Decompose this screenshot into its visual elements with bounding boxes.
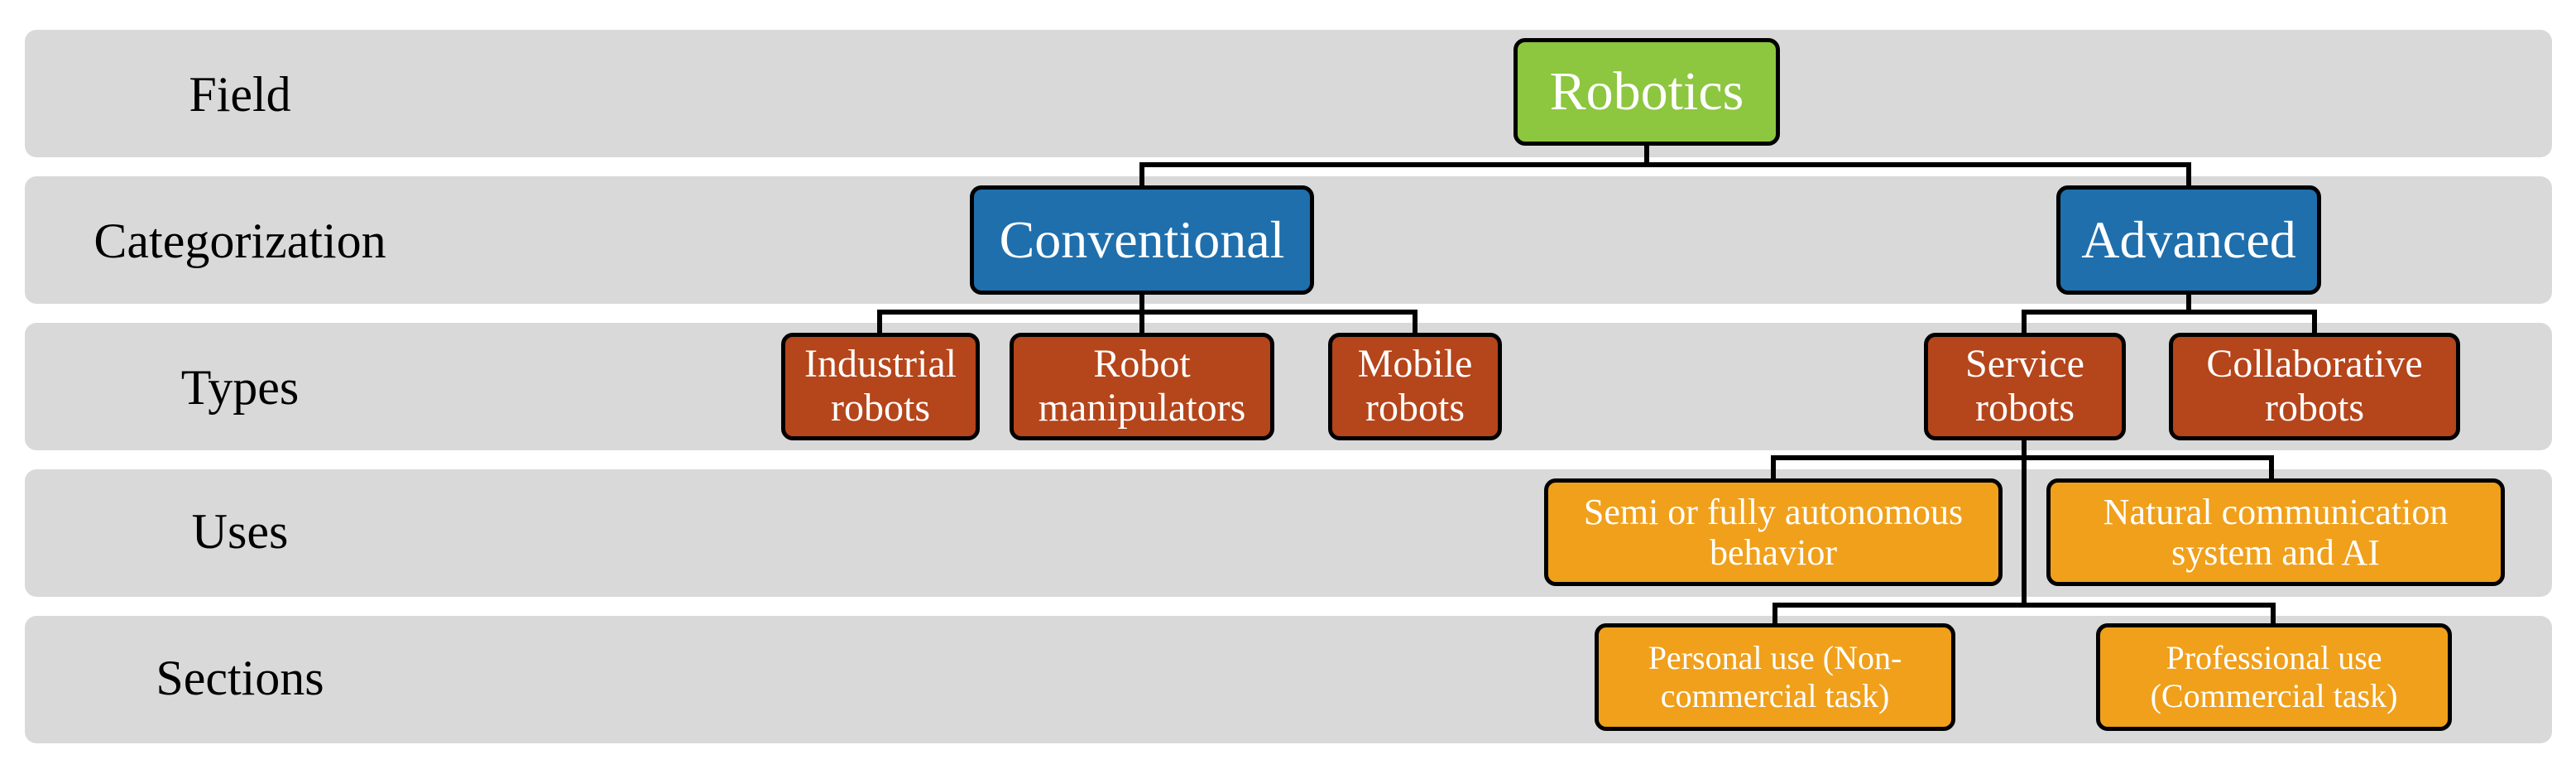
node-professional-use-label: Professional use (Commercial task) [2150, 639, 2398, 714]
node-robotics: Robotics [1513, 38, 1780, 146]
node-service-robots: Service robots [1924, 333, 2126, 440]
node-mobile-robots: Mobile robots [1328, 333, 1502, 440]
node-advanced: Advanced [2056, 185, 2321, 295]
node-conventional-label: Conventional [999, 210, 1285, 269]
row-label-field: Field [189, 67, 291, 122]
row-label-uses: Uses [191, 504, 289, 559]
row-label-categorization: Categorization [94, 214, 386, 268]
node-robot-manipulators: Robot manipulators [1010, 333, 1274, 440]
node-personal-use-label: Personal use (Non-commercial task) [1648, 639, 1902, 714]
node-natural-communication-label: Natural communication system and AI [2103, 491, 2449, 573]
row-band-field [25, 30, 2552, 157]
node-semi-autonomous: Semi or fully autonomous behavior [1544, 478, 2003, 586]
node-service-robots-label: Service robots [1965, 342, 2084, 430]
node-industrial-robots-label: Industrial robots [804, 342, 957, 430]
node-industrial-robots: Industrial robots [781, 333, 980, 440]
node-natural-communication: Natural communication system and AI [2046, 478, 2505, 586]
node-advanced-label: Advanced [2081, 210, 2296, 269]
node-mobile-robots-label: Mobile robots [1357, 342, 1473, 430]
row-band-types [25, 323, 2552, 450]
node-collaborative-robots-label: Collaborative robots [2206, 342, 2423, 430]
node-conventional: Conventional [970, 185, 1314, 295]
node-robot-manipulators-label: Robot manipulators [1038, 342, 1246, 430]
node-robotics-label: Robotics [1549, 61, 1744, 122]
node-personal-use: Personal use (Non-commercial task) [1595, 623, 1955, 731]
row-label-sections: Sections [156, 651, 324, 705]
node-semi-autonomous-label: Semi or fully autonomous behavior [1583, 491, 1964, 573]
node-professional-use: Professional use (Commercial task) [2096, 623, 2452, 731]
row-label-types: Types [180, 360, 300, 415]
node-collaborative-robots: Collaborative robots [2169, 333, 2460, 440]
